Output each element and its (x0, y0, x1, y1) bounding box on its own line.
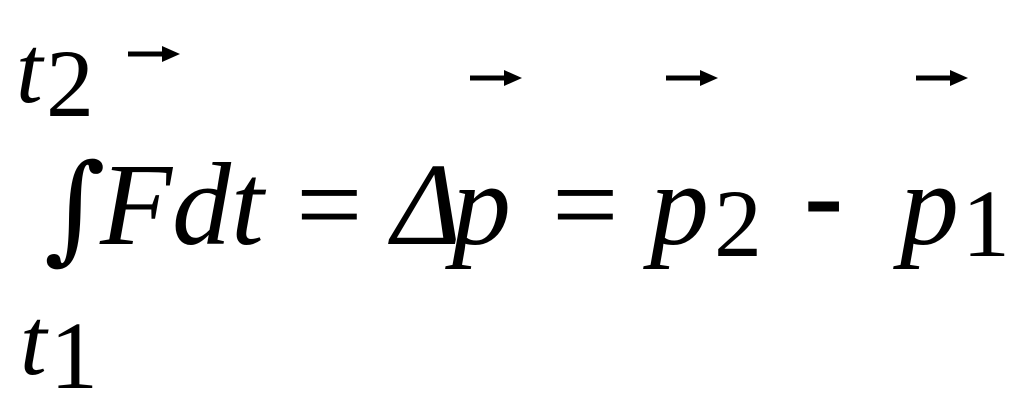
vector-arrow-f-icon (128, 46, 180, 62)
vector-arrow-delta-p-icon (470, 70, 522, 86)
momentum-p1-subscript: 1 (962, 170, 1010, 277)
integrand-dt: dt (172, 139, 264, 270)
integral-sign: ∫ (44, 138, 106, 276)
momentum-p2-subscript: 2 (714, 170, 762, 277)
upper-limit-subscript: 2 (46, 30, 94, 137)
lower-limit-subscript: 1 (50, 302, 98, 409)
minus-sign: - (804, 129, 844, 260)
momentum-p2: p (650, 139, 709, 270)
lower-limit-t: t (20, 288, 47, 395)
equals-sign-2: = (552, 139, 619, 270)
integrand-f: F (100, 139, 173, 270)
upper-limit-t: t (16, 16, 43, 123)
vector-arrow-p2-icon (666, 70, 718, 86)
vector-arrow-p1-icon (916, 70, 968, 86)
momentum-p1: p (900, 139, 959, 270)
delta-p: p (452, 139, 511, 270)
delta-symbol: Δ (392, 139, 462, 270)
equals-sign-1: = (296, 139, 363, 270)
